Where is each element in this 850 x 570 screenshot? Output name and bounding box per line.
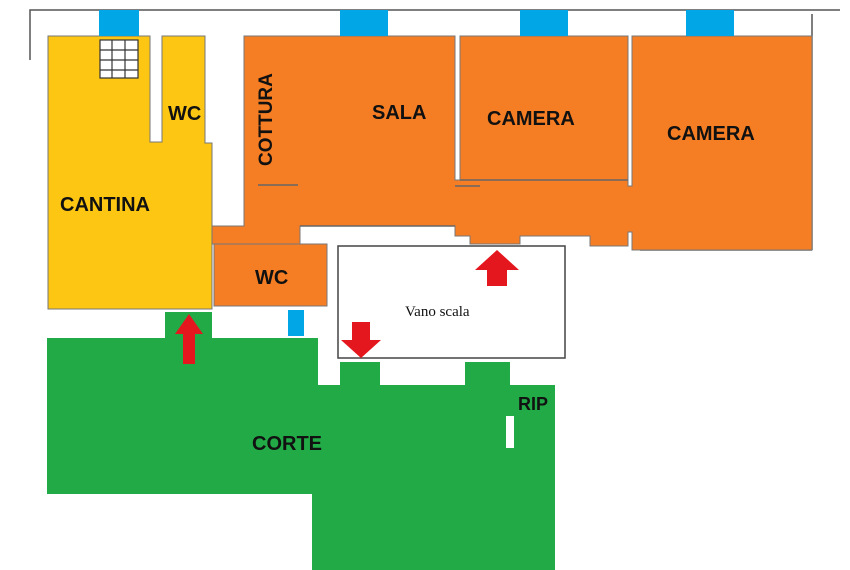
arrow-icon (175, 314, 203, 364)
window-mark (99, 10, 139, 36)
window-mark (288, 310, 304, 336)
room-label-camera-2: CAMERA (667, 123, 755, 145)
window-mark (686, 10, 734, 36)
arrow-icon (341, 322, 381, 358)
arrow-icon (475, 250, 519, 286)
staircase-icon (99, 39, 139, 79)
entrance-arrows (175, 250, 519, 364)
cantina-area (47, 35, 213, 310)
room-label-camera-1: CAMERA (487, 108, 575, 130)
room-label-wc-cantina: WC (168, 103, 201, 125)
room-label-vano-scala: Vano scala (405, 304, 470, 320)
window-mark (340, 10, 388, 36)
interior-walls (258, 179, 628, 227)
room-label-rip: RIP (518, 394, 548, 414)
window-mark (520, 10, 568, 36)
room-label-cantina: CANTINA (60, 194, 150, 216)
room-label-cottura: COTTURA (256, 73, 277, 166)
corte-area (47, 312, 555, 570)
vano-scala-area (337, 245, 566, 359)
room-label-wc: WC (255, 267, 288, 289)
window-marks (99, 10, 734, 336)
living-area (211, 35, 813, 307)
room-label-corte: CORTE (252, 433, 322, 455)
room-label-sala: SALA (372, 102, 426, 124)
